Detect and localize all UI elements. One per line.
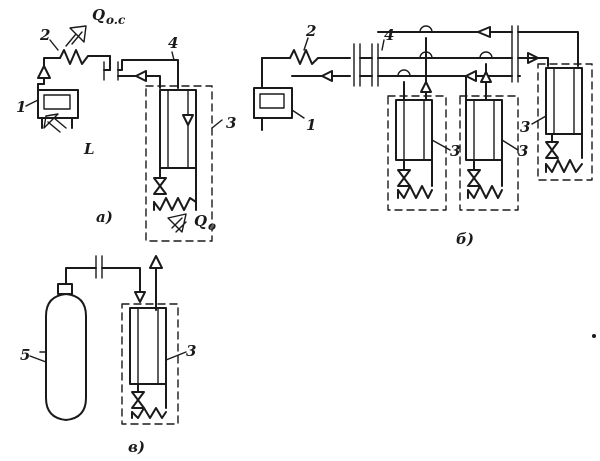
label-Q-o: Q xyxy=(194,212,207,230)
label-2-b: 2 xyxy=(305,22,316,40)
label-3-b3: 3 xyxy=(520,118,530,136)
scheme-c: 5 3 в) xyxy=(20,255,196,456)
label-4-b: 4 xyxy=(384,26,394,44)
evaporator-b2 xyxy=(459,95,519,211)
label-3-b1: 3 xyxy=(450,142,460,160)
caption-c: в) xyxy=(128,438,145,456)
evaporator-c xyxy=(121,303,179,425)
heat-in-arrow-a xyxy=(167,213,187,233)
label-1-a: 1 xyxy=(16,98,26,116)
label-1-b: 1 xyxy=(306,116,316,134)
label-Q-oc-sub: o.c xyxy=(106,13,126,27)
evaporator-b3 xyxy=(537,63,593,181)
condenser-coil-b xyxy=(289,49,351,65)
work-arrow-a xyxy=(43,113,67,133)
flow-arrow-up-a xyxy=(37,65,51,79)
label-Q-o-sub: o xyxy=(208,219,216,233)
label-3-b2: 3 xyxy=(518,142,528,160)
label-4-a: 4 xyxy=(168,34,178,52)
caption-b: б) xyxy=(456,230,474,248)
label-Q-oc: Q xyxy=(92,6,105,24)
label-2-a: 2 xyxy=(39,26,50,44)
scheme-a: 1 2 4 3 L Q o.c Q o a) xyxy=(16,6,236,242)
label-3-c: 3 xyxy=(186,342,196,360)
scan-dot xyxy=(592,334,596,338)
heat-out-arrow-a xyxy=(65,25,87,47)
condenser-coil-a xyxy=(59,49,95,65)
label-3-a: 3 xyxy=(226,114,236,132)
compressor-b xyxy=(253,57,293,131)
caption-a: a) xyxy=(96,208,113,226)
compressor-a xyxy=(37,83,79,129)
evaporator-a xyxy=(145,85,213,242)
label-5: 5 xyxy=(20,346,30,364)
scheme-b: 2 4 1 3 3 3 б) xyxy=(253,22,593,248)
gas-cylinder xyxy=(39,283,87,421)
evaporator-b1 xyxy=(387,95,447,211)
label-L: L xyxy=(83,140,95,158)
